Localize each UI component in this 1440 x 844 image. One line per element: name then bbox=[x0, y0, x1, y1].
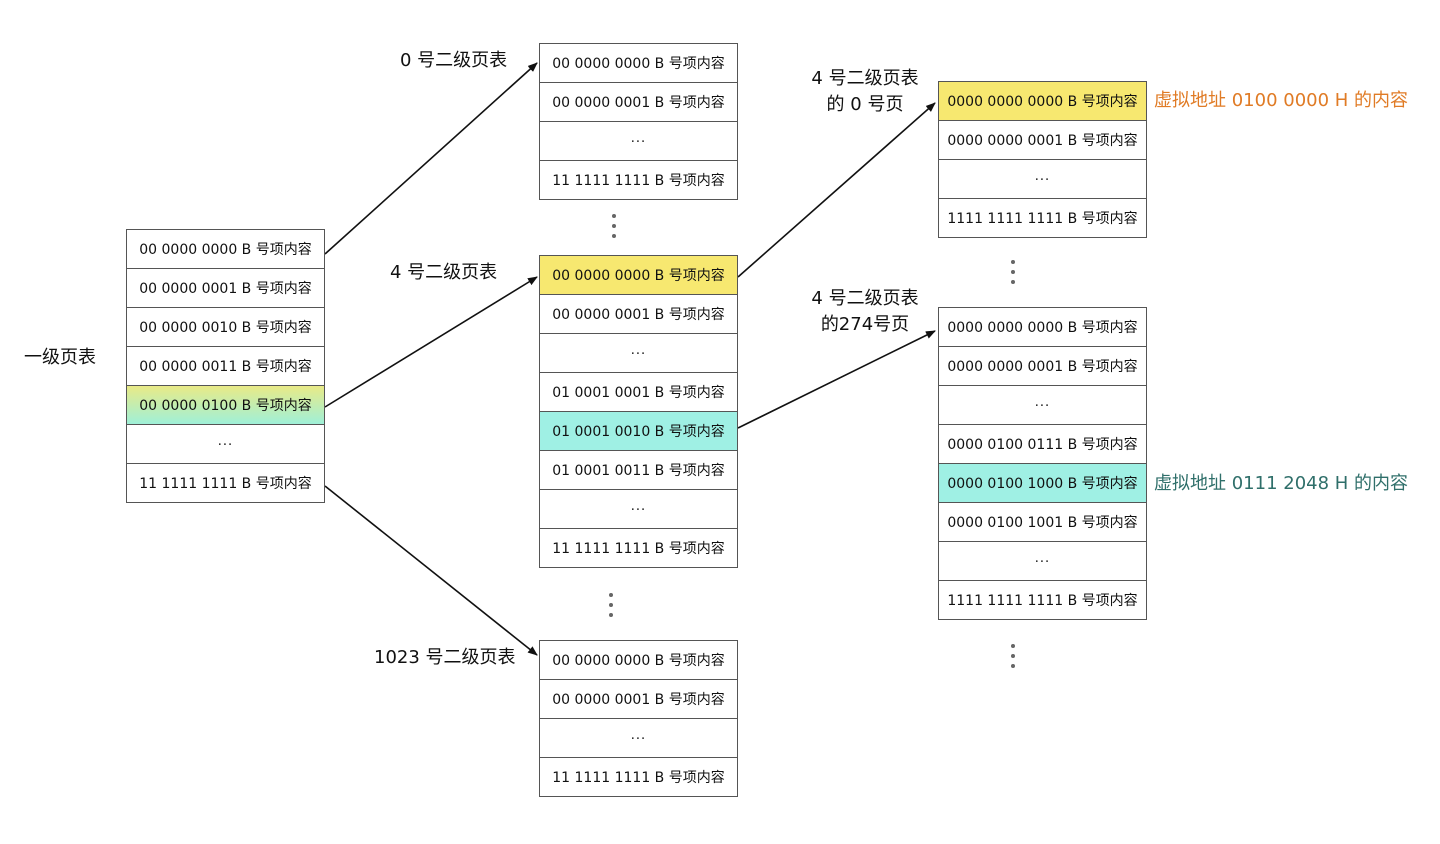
table0-row-ellipsis: ... bbox=[540, 122, 737, 161]
page0-title: 4 号二级页表 的 0 号页 bbox=[803, 66, 927, 118]
page0-row-highlighted-yellow: 0000 0000 0000 B 号项内容 bbox=[939, 82, 1146, 121]
table1023-row-ellipsis: ... bbox=[540, 719, 737, 758]
table4-row: 01 0001 0001 B 号项内容 bbox=[540, 373, 737, 412]
level1-row: 00 0000 0011 B 号项内容 bbox=[127, 347, 324, 386]
table4-row-highlighted-cyan: 01 0001 0010 B 号项内容 bbox=[540, 412, 737, 451]
vertical-ellipsis bbox=[611, 214, 617, 244]
page274-title-line1: 4 号二级页表 bbox=[811, 288, 919, 309]
page0-title-line2: 的 0 号页 bbox=[826, 94, 904, 115]
page-0-table: 0000 0000 0000 B 号项内容 0000 0000 0001 B 号… bbox=[938, 81, 1147, 238]
table1023-row: 00 0000 0000 B 号项内容 bbox=[540, 641, 737, 680]
arrow-l1-row0-to-table0 bbox=[324, 62, 538, 255]
level1-title: 一级页表 bbox=[24, 347, 96, 368]
vertical-ellipsis bbox=[1010, 644, 1016, 674]
level1-table: 00 0000 0000 B 号项内容 00 0000 0001 B 号项内容 … bbox=[126, 229, 325, 503]
table4-row-ellipsis: ... bbox=[540, 490, 737, 529]
page0-row: 0000 0000 0001 B 号项内容 bbox=[939, 121, 1146, 160]
level1-row: 00 0000 0000 B 号项内容 bbox=[127, 230, 324, 269]
page274-row-ellipsis: ... bbox=[939, 386, 1146, 425]
vertical-ellipsis bbox=[1010, 260, 1016, 290]
arrow-table4-row0-to-page0 bbox=[737, 102, 936, 278]
table1023-row: 11 1111 1111 B 号项内容 bbox=[552, 770, 725, 786]
vertical-ellipsis bbox=[608, 593, 614, 623]
table4-row: 00 0000 0001 B 号项内容 bbox=[540, 295, 737, 334]
page274-row: 0000 0000 0001 B 号项内容 bbox=[939, 347, 1146, 386]
page274-annotation: 虚拟地址 0111 2048 H 的内容 bbox=[1154, 473, 1409, 494]
table0-row: 11 1111 1111 B 号项内容 bbox=[552, 173, 725, 189]
page0-row: 1111 1111 1111 B 号项内容 bbox=[947, 211, 1138, 227]
level2-table-0: 00 0000 0000 B 号项内容 00 0000 0001 B 号项内容 … bbox=[539, 43, 738, 200]
page274-row: 0000 0100 0111 B 号项内容 bbox=[939, 425, 1146, 464]
table0-row: 00 0000 0000 B 号项内容 bbox=[540, 44, 737, 83]
arrow-l1-row4-to-table4 bbox=[324, 276, 538, 408]
table0-row: 00 0000 0001 B 号项内容 bbox=[540, 83, 737, 122]
page274-row: 0000 0100 1001 B 号项内容 bbox=[939, 503, 1146, 542]
table4-row: 11 1111 1111 B 号项内容 bbox=[552, 541, 725, 557]
table1023-row: 00 0000 0001 B 号项内容 bbox=[540, 680, 737, 719]
table4-title: 4 号二级页表 bbox=[390, 262, 498, 283]
page274-title-line2: 的274号页 bbox=[820, 314, 910, 335]
page274-row: 1111 1111 1111 B 号项内容 bbox=[947, 593, 1138, 609]
page0-annotation: 虚拟地址 0100 0000 H 的内容 bbox=[1154, 90, 1409, 111]
table4-row: 01 0001 0011 B 号项内容 bbox=[540, 451, 737, 490]
level1-row: 00 0000 0001 B 号项内容 bbox=[127, 269, 324, 308]
level1-row: 11 1111 1111 B 号项内容 bbox=[139, 476, 312, 492]
page274-row-highlighted-cyan: 0000 0100 1000 B 号项内容 bbox=[939, 464, 1146, 503]
table1023-title: 1023 号二级页表 bbox=[374, 647, 516, 668]
level2-table-4: 00 0000 0000 B 号项内容 00 0000 0001 B 号项内容 … bbox=[539, 255, 738, 568]
level1-row-highlighted: 00 0000 0100 B 号项内容 bbox=[127, 386, 324, 425]
table4-row-highlighted-yellow: 00 0000 0000 B 号项内容 bbox=[540, 256, 737, 295]
arrow-table4-row274-to-page274 bbox=[737, 330, 936, 429]
level2-table-1023: 00 0000 0000 B 号项内容 00 0000 0001 B 号项内容 … bbox=[539, 640, 738, 797]
table4-row-ellipsis: ... bbox=[540, 334, 737, 373]
table0-title: 0 号二级页表 bbox=[400, 50, 508, 71]
page274-row: 0000 0000 0000 B 号项内容 bbox=[939, 308, 1146, 347]
page0-title-line1: 4 号二级页表 bbox=[811, 68, 919, 89]
page274-row-ellipsis: ... bbox=[939, 542, 1146, 581]
page0-row-ellipsis: ... bbox=[939, 160, 1146, 199]
level1-row: 00 0000 0010 B 号项内容 bbox=[127, 308, 324, 347]
page-274-table: 0000 0000 0000 B 号项内容 0000 0000 0001 B 号… bbox=[938, 307, 1147, 620]
page274-title: 4 号二级页表 的274号页 bbox=[803, 286, 927, 338]
level1-row-ellipsis: ... bbox=[127, 425, 324, 464]
arrow-l1-last-to-table1023 bbox=[324, 485, 538, 656]
